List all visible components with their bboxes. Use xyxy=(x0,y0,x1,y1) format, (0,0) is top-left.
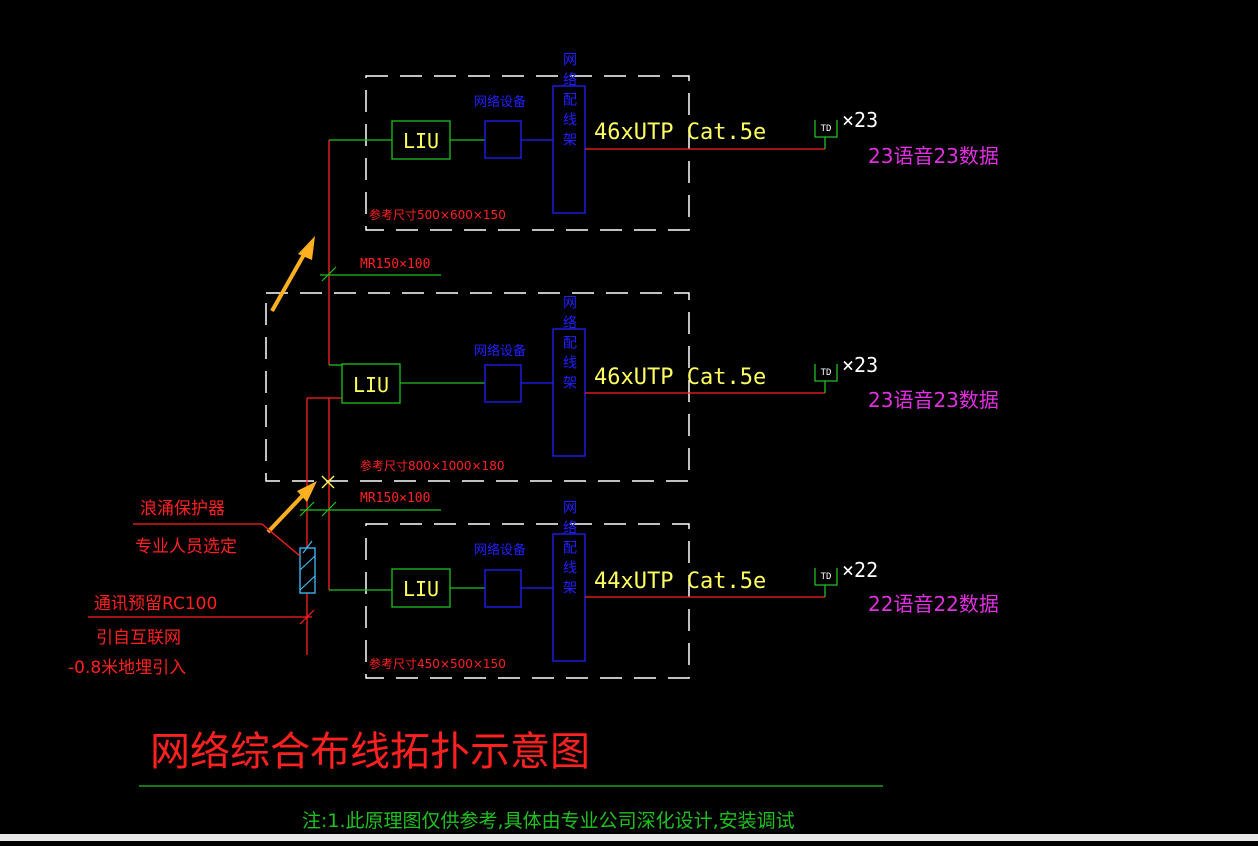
leader-arrow-lower xyxy=(266,481,317,534)
liu-label: LIU xyxy=(353,373,389,397)
trunking-label-upper: MR150×100 xyxy=(360,257,430,272)
cabinet-enclosure-bottom xyxy=(365,523,690,679)
diagram-note: 注:1.此原理图仅供参考,具体由专业公司深化设计,安装调试 xyxy=(302,810,795,832)
liu-label: LIU xyxy=(403,577,439,601)
cabinet-bottom: LIU 网络设备 网络配线架 44xUTP Cat.5e TD ×22 22语音… xyxy=(369,500,999,671)
network-device-label: 网络设备 xyxy=(474,542,526,558)
outlet-symbol xyxy=(814,568,838,586)
leader-arrow-upper xyxy=(270,236,315,312)
cabinet-size-label: 参考尺寸800×1000×180 xyxy=(360,458,504,473)
cable-label: 44xUTP Cat.5e xyxy=(594,569,766,594)
incoming-service: 浪涌保护器 专业人员选定 通讯预留RC100 引自互联网 -0.8米地埋引入 xyxy=(68,499,316,678)
network-device-label: 网络设备 xyxy=(474,94,526,110)
patch-panel-label: 网络配线架 xyxy=(561,295,577,395)
outlet-count: ×23 xyxy=(842,108,878,132)
source-label: 引自互联网 xyxy=(96,628,181,648)
outlet-count: ×23 xyxy=(842,353,878,377)
outlet-label: TD xyxy=(821,124,832,134)
patch-panel-label: 网络配线架 xyxy=(561,500,577,600)
fiber-riser xyxy=(306,139,392,655)
outlet-symbol xyxy=(814,120,838,138)
outlet-summary: 22语音22数据 xyxy=(868,592,999,616)
outlet-label: TD xyxy=(821,368,832,378)
diagram-title: 网络综合布线拓扑示意图 xyxy=(150,729,590,775)
liu-label: LIU xyxy=(403,129,439,153)
surge-protector-label: 浪涌保护器 xyxy=(140,499,225,519)
network-device-box[interactable] xyxy=(484,569,522,608)
cabinet-enclosure-middle xyxy=(265,292,690,482)
cabinet-top: LIU 网络设备 网络配线架 46xUTP Cat.5e TD ×23 23语音… xyxy=(369,52,999,222)
cabinet-middle: LIU 网络设备 网络配线架 46xUTP Cat.5e TD ×23 23语音… xyxy=(341,295,999,473)
patch-panel-label: 网络配线架 xyxy=(561,52,577,152)
cabinet-size-label: 参考尺寸500×600×150 xyxy=(369,207,506,222)
outlet-summary: 23语音23数据 xyxy=(868,144,999,168)
depth-label: -0.8米地埋引入 xyxy=(68,658,186,678)
network-device-label: 网络设备 xyxy=(474,343,526,359)
surge-protector-note: 专业人员选定 xyxy=(135,537,237,557)
outlet-summary: 23语音23数据 xyxy=(868,388,999,412)
network-device-box[interactable] xyxy=(484,120,522,159)
outlet-count: ×22 xyxy=(842,558,878,582)
junction-marker xyxy=(321,475,335,489)
cabinet-enclosure-top xyxy=(365,75,690,231)
trunking-label-lower: MR150×100 xyxy=(360,491,430,506)
outlet-symbol xyxy=(814,364,838,382)
network-device-box[interactable] xyxy=(484,364,522,403)
trunking-tick-marks xyxy=(299,266,337,517)
cabinet-size-label: 参考尺寸450×500×150 xyxy=(369,656,506,671)
outlet-label: TD xyxy=(821,572,832,582)
cable-label: 46xUTP Cat.5e xyxy=(594,365,766,390)
surge-protector-symbol[interactable] xyxy=(299,547,316,594)
window-bottom-edge xyxy=(0,834,1258,841)
cable-label: 46xUTP Cat.5e xyxy=(594,120,766,145)
conduit-label: 通讯预留RC100 xyxy=(94,594,217,614)
